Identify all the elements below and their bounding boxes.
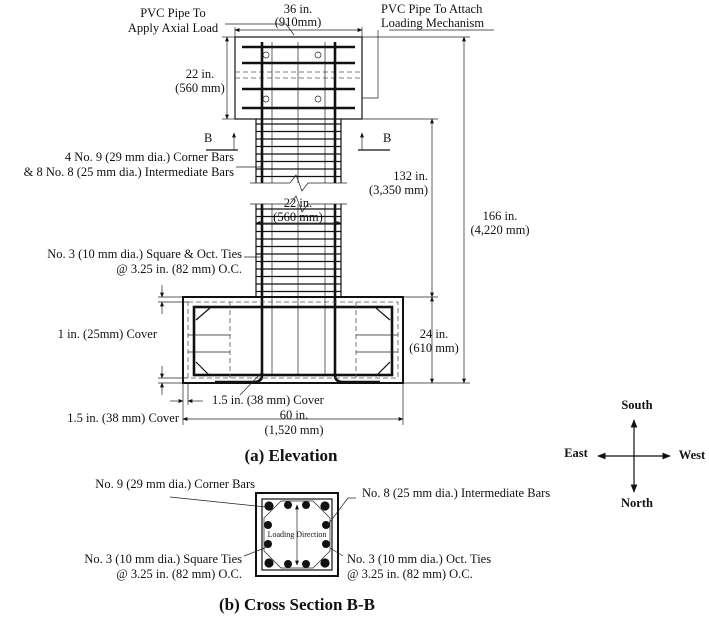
block-rebar — [242, 45, 355, 110]
elevation-labels: PVC Pipe To Apply Axial Load 36 in. (910… — [24, 2, 530, 465]
corner-bar — [320, 558, 330, 568]
intermediate-bar — [322, 540, 330, 548]
pvc-axial-label: Apply Axial Load — [128, 21, 219, 35]
intermediate-bar — [264, 521, 272, 529]
column-upper — [255, 42, 342, 183]
pvc-loading-label: Loading Mechanism — [381, 16, 484, 30]
oct-ties-label: No. 3 (10 mm dia.) Oct. Ties — [347, 552, 491, 566]
pvc-pipe — [314, 95, 322, 103]
cover-15in-inner-label: 1.5 in. (38 mm) Cover — [212, 393, 325, 407]
cover-1in-label: 1 in. (25mm) Cover — [58, 327, 158, 341]
total-height-label: (4,220 mm) — [470, 223, 529, 237]
intermediate-bar — [284, 560, 292, 568]
column-width-label: (560 mm) — [273, 210, 323, 224]
cross-section-caption: (b) Cross Section B-B — [219, 595, 375, 614]
intermediate-bar — [302, 501, 310, 509]
pvc-pipe — [262, 95, 270, 103]
compass-east: East — [564, 446, 588, 460]
corner-bar — [264, 558, 274, 568]
pvc-pipe — [262, 51, 270, 59]
top-width-label: (910mm) — [275, 15, 322, 29]
pvc-axial-label: PVC Pipe To — [140, 6, 206, 20]
column-width-label: 22 in. — [284, 196, 312, 210]
section-mark-right: B — [383, 131, 391, 145]
octagonal-tie — [263, 500, 331, 569]
cover-15in-outer-label: 1.5 in. (38 mm) Cover — [67, 411, 180, 425]
ties-label: No. 3 (10 mm dia.) Square & Oct. Ties — [47, 247, 242, 261]
top-height-label: 22 in. — [186, 67, 214, 81]
column-lower — [215, 204, 380, 384]
footing — [182, 296, 404, 384]
longitudinal-bars-label: & 8 No. 8 (25 mm dia.) Intermediate Bars — [24, 165, 234, 179]
intermediate-bar — [322, 521, 330, 529]
ties-label: @ 3.25 in. (82 mm) O.C. — [116, 262, 242, 276]
intermediate-bar — [264, 540, 272, 548]
square-ties-label: No. 3 (10 mm dia.) Square Ties — [84, 552, 242, 566]
pvc-loading-label: PVC Pipe To Attach — [381, 2, 483, 16]
footing-width-label: (1,520 mm) — [264, 423, 323, 437]
column-height-label: (3,350 mm) — [369, 183, 428, 197]
square-ties-label: @ 3.25 in. (82 mm) O.C. — [116, 567, 242, 581]
cross-section-labels: No. 9 (29 mm dia.) Corner Bars No. 8 (25… — [84, 477, 550, 614]
total-height-label: 166 in. — [483, 209, 518, 223]
elevation-drawing — [158, 23, 494, 425]
intermediate-bar — [284, 501, 292, 509]
corner-bar — [320, 501, 330, 511]
elevation-caption: (a) Elevation — [244, 446, 338, 465]
compass-south: South — [621, 398, 652, 412]
corner-bars-label: No. 9 (29 mm dia.) Corner Bars — [95, 477, 255, 491]
footing-width-label: 60 in. — [280, 408, 308, 422]
pvc-pipe — [314, 51, 322, 59]
intermediate-bars-label: No. 8 (25 mm dia.) Intermediate Bars — [362, 486, 550, 500]
compass: South North East West — [564, 398, 706, 510]
compass-north: North — [621, 496, 653, 510]
oct-ties-label: @ 3.25 in. (82 mm) O.C. — [347, 567, 473, 581]
compass-west: West — [679, 448, 706, 462]
top-width-label: 36 in. — [284, 2, 312, 16]
intermediate-bar — [302, 560, 310, 568]
longitudinal-bars-label: 4 No. 9 (29 mm dia.) Corner Bars — [65, 150, 234, 164]
section-outline — [255, 492, 339, 577]
square-tie — [261, 498, 333, 571]
cross-section-drawing: Loading Direction — [169, 492, 356, 577]
corner-bar — [264, 501, 274, 511]
footing-height-label: (610 mm) — [409, 341, 459, 355]
section-mark-left: B — [204, 131, 212, 145]
loading-direction-label: Loading Direction — [268, 530, 327, 539]
column-height-label: 132 in. — [393, 169, 428, 183]
footing-height-label: 24 in. — [420, 327, 448, 341]
top-height-label: (560 mm) — [175, 81, 225, 95]
